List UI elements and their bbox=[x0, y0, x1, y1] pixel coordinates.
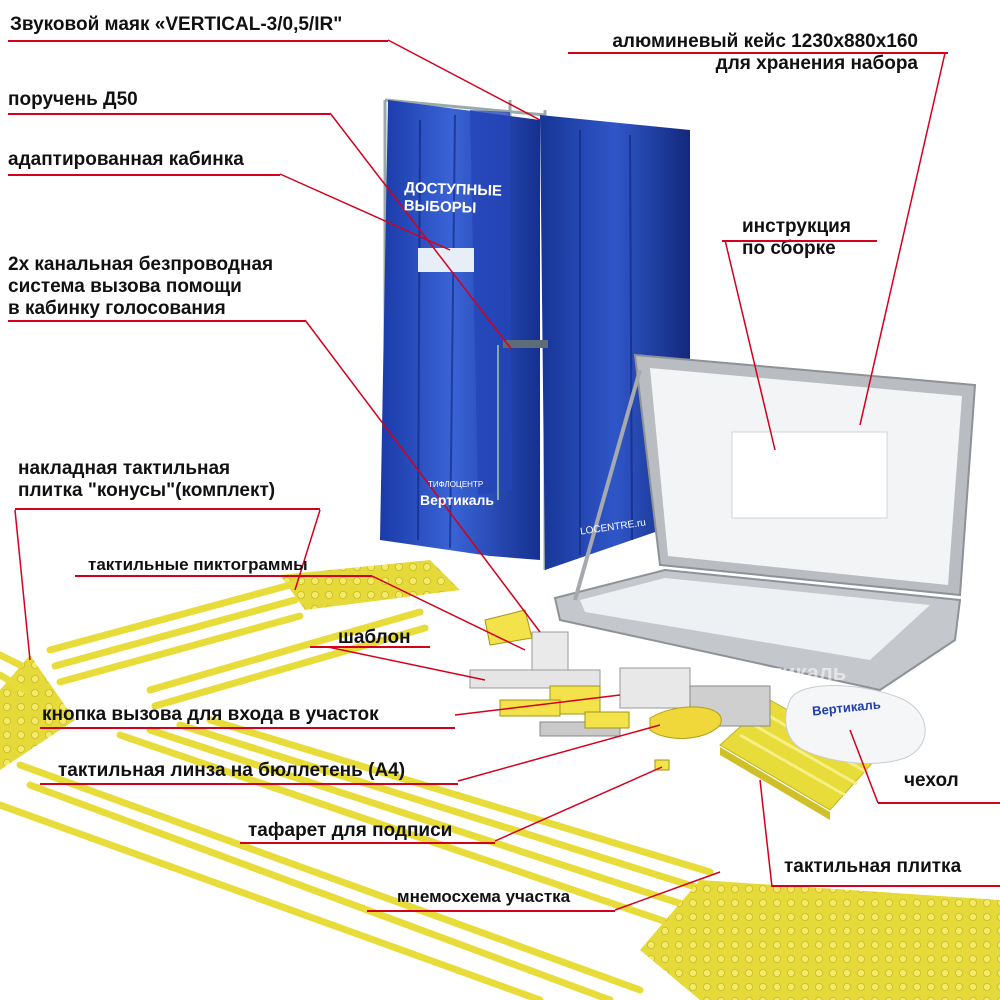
label-case: алюминевый кейс 1230х880х160 для хранени… bbox=[568, 31, 918, 75]
label-call-system-line3: в кабинку голосования bbox=[8, 298, 226, 319]
label-cover: чехол bbox=[904, 770, 959, 791]
label-call-system: 2х канальная безпроводная система вызова… bbox=[8, 254, 273, 320]
label-mnemo-underline bbox=[367, 910, 615, 912]
label-stencil-underline bbox=[240, 842, 495, 844]
tactile-strips bbox=[0, 581, 714, 1000]
label-instruction-underline bbox=[722, 240, 877, 242]
label-call-system-underline bbox=[8, 320, 305, 322]
booth-banner: ДОСТУПНЫЕ ВЫБОРЫ bbox=[403, 179, 502, 218]
label-template: шаблон bbox=[338, 627, 411, 648]
label-cones-underline bbox=[15, 508, 320, 510]
label-cabin-underline bbox=[8, 174, 280, 176]
label-instruction: инструкция по сборке bbox=[742, 216, 851, 260]
label-cones: накладная тактильная плитка "конусы"(ком… bbox=[18, 458, 275, 502]
label-instruction-line1: инструкция bbox=[742, 216, 851, 237]
tactile-tile-stack bbox=[719, 699, 876, 820]
label-lens: тактильная линза на бюллетень (А4) bbox=[58, 760, 406, 781]
label-cones-line1: накладная тактильная bbox=[18, 458, 231, 479]
label-pictograms: тактильные пиктограммы bbox=[88, 555, 308, 574]
cover-bag bbox=[785, 685, 926, 764]
label-lens-underline bbox=[40, 783, 458, 785]
aluminium-case bbox=[553, 353, 977, 692]
label-beacon-underline bbox=[8, 40, 388, 42]
label-handrail-underline bbox=[8, 113, 330, 115]
label-cabin: адаптированная кабинка bbox=[8, 149, 244, 170]
label-handrail: поручень Д50 bbox=[8, 89, 138, 110]
label-tile-underline bbox=[772, 885, 1000, 887]
accessories bbox=[469, 609, 771, 771]
label-mnemo: мнемосхема участка bbox=[397, 887, 571, 906]
label-call-system-line1: 2х канальная безпроводная bbox=[8, 254, 274, 275]
label-call-button: кнопка вызова для входа в участок bbox=[42, 704, 379, 725]
watermark-text: Вертикаль bbox=[730, 660, 846, 685]
label-cover-underline bbox=[878, 802, 1000, 804]
leader-lines bbox=[14, 39, 946, 911]
booth-brand-small: ТИФЛОЦЕНТР bbox=[428, 480, 484, 489]
label-case-line2: для хранения набора bbox=[715, 53, 918, 74]
label-beacon: Звуковой маяк «VERTICAL-3/0,5/IR" bbox=[10, 14, 343, 35]
label-call-system-line2: система вызова помощи bbox=[8, 276, 242, 297]
label-call-button-underline bbox=[40, 727, 455, 729]
label-tile: тактильная плитка bbox=[784, 856, 962, 877]
booth-brand: Вертикаль bbox=[420, 492, 495, 508]
label-case-underline bbox=[568, 52, 948, 54]
cones-tile-bottom bbox=[640, 880, 1000, 1000]
label-pictograms-underline bbox=[75, 575, 372, 577]
label-instruction-line2: по сборке bbox=[742, 238, 836, 259]
label-cones-line2: плитка "конусы"(комплект) bbox=[18, 480, 276, 501]
label-stencil: тафарет для подписи bbox=[248, 820, 453, 841]
label-case-line1: алюминевый кейс 1230х880х160 bbox=[612, 31, 918, 52]
booth-banner-line2: ВЫБОРЫ bbox=[403, 197, 477, 217]
label-template-underline bbox=[310, 646, 430, 648]
